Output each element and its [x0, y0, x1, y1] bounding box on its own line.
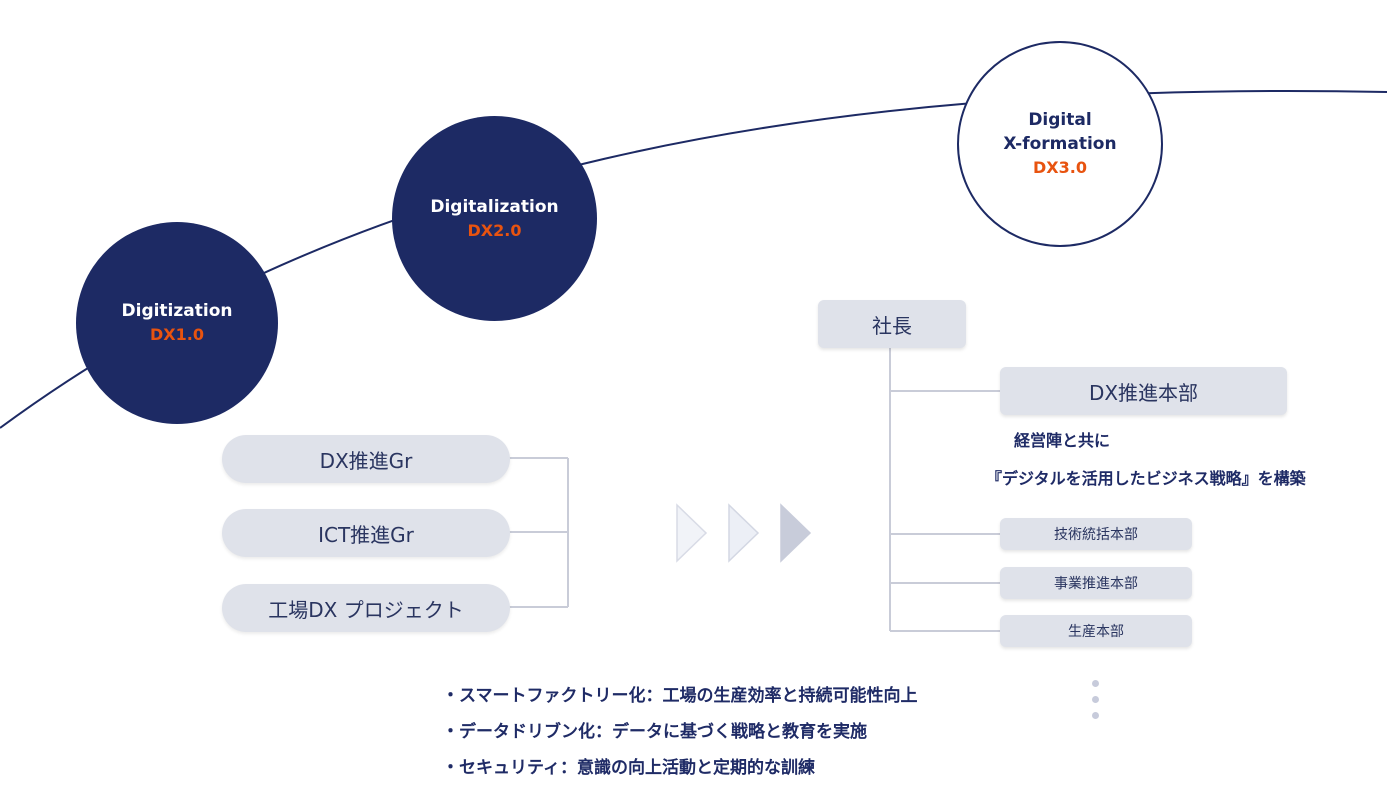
stage-dx2-name: Digitalization [430, 196, 559, 217]
org-division-business: 事業推進本部 [1000, 567, 1192, 599]
chevron-right-icon [728, 503, 760, 563]
old-org-group-factory: 工場DX プロジェクト [222, 584, 510, 632]
org-division-production: 生産本部 [1000, 615, 1192, 647]
stage-dx3-name-line2: X-formation [1003, 134, 1117, 154]
stage-dx1-name: Digitization [121, 301, 233, 321]
stage-dx1-version: DX1.0 [150, 325, 204, 344]
old-org-group-ict: ICT推進Gr [222, 509, 510, 557]
transition-arrows [676, 503, 812, 563]
chevron-right-icon [676, 503, 708, 563]
new-org-connector [889, 348, 1000, 632]
ellipsis-dot [1092, 696, 1099, 703]
org-division-tech: 技術統括本部 [1000, 518, 1192, 550]
initiative-item: ・スマートファクトリー化：工場の生産効率と持続可能性向上 [442, 686, 918, 706]
old-org-connector [508, 457, 569, 608]
stage-dx2-version: DX2.0 [467, 220, 522, 240]
initiatives-list: ・スマートファクトリー化：工場の生産効率と持続可能性向上 ・データドリブン化：デ… [442, 678, 918, 786]
org-dx-division: DX推進本部 [1000, 367, 1287, 415]
stage-dx3-name-line1: Digital [1028, 110, 1092, 130]
stage-dx3-circle: Digital X-formation DX3.0 [957, 41, 1163, 247]
ellipsis-dot [1092, 680, 1099, 687]
org-president: 社長 [818, 300, 966, 348]
stage-dx1-circle: Digitization DX1.0 [76, 222, 278, 424]
dx-division-note-line2: 『デジタルを活用したビジネス戦略』を構築 [986, 469, 1306, 488]
stage-dx2-circle: Digitalization DX2.0 [392, 116, 597, 321]
ellipsis-dot [1092, 712, 1099, 719]
stage-dx3-version: DX3.0 [1033, 158, 1087, 177]
dx-division-note-line1: 経営陣と共に [1014, 431, 1111, 450]
old-org-group-dx: DX推進Gr [222, 435, 510, 483]
initiative-item: ・セキュリティ：意識の向上活動と定期的な訓練 [442, 758, 815, 778]
chevron-right-icon [780, 503, 812, 563]
initiative-item: ・データドリブン化：データに基づく戦略と教育を実施 [442, 722, 867, 742]
